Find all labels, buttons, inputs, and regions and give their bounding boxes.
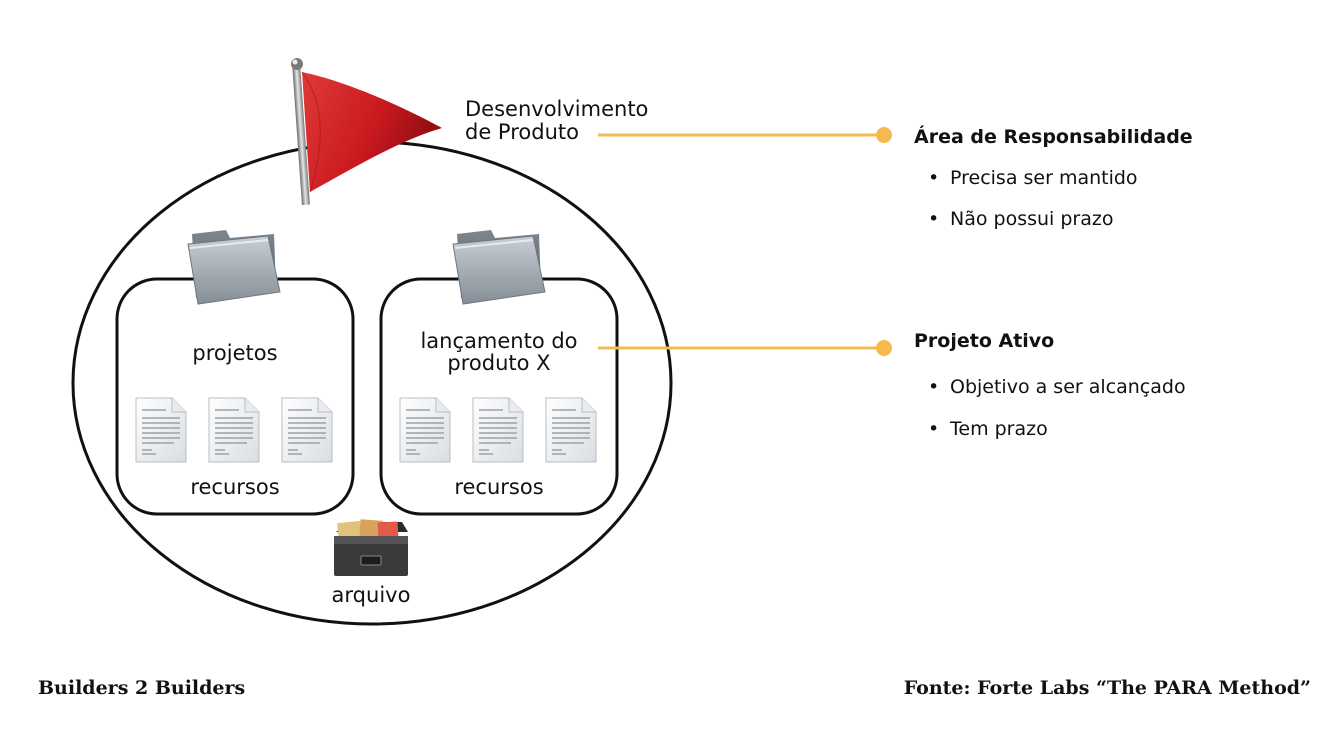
project-bullet: Tem prazo: [928, 418, 1048, 440]
area-connector-dot: [876, 127, 892, 143]
document-icon: [208, 397, 260, 463]
flag-label-line1: Desenvolvimento: [465, 97, 649, 121]
flag-icon: [291, 58, 442, 206]
document-icon: [545, 397, 597, 463]
flag-label-line2: de Produto: [465, 120, 579, 144]
project-connector-dot: [876, 340, 892, 356]
footer-source: Fonte: Forte Labs “The PARA Method”: [903, 677, 1311, 699]
document-icon: [472, 397, 524, 463]
document-icon: [399, 397, 451, 463]
document-icon: [281, 397, 333, 463]
product-box-title-line1: lançamento do: [420, 329, 578, 353]
product-box-title-line2: produto X: [447, 351, 551, 375]
flag-label: Desenvolvimento de Produto: [465, 98, 648, 144]
project-bullet: Objetivo a ser alcançado: [928, 376, 1186, 398]
projects-box-subtitle: recursos: [190, 475, 280, 499]
archive-cabinet-icon: [334, 519, 408, 576]
area-bullet: Precisa ser mantido: [928, 167, 1138, 189]
archive-label: arquivo: [331, 583, 411, 607]
folder-icon: [187, 229, 281, 305]
product-box-subtitle: recursos: [454, 475, 544, 499]
projects-box-title: projetos: [192, 341, 278, 365]
document-icon: [135, 397, 187, 463]
area-heading: Área de Responsabilidade: [914, 126, 1193, 148]
product-box-title: lançamento do produto X: [381, 330, 617, 374]
project-heading: Projeto Ativo: [914, 330, 1055, 352]
folder-icon: [452, 229, 546, 305]
footer-brand: Builders 2 Builders: [38, 677, 246, 699]
area-bullet: Não possui prazo: [928, 208, 1114, 230]
